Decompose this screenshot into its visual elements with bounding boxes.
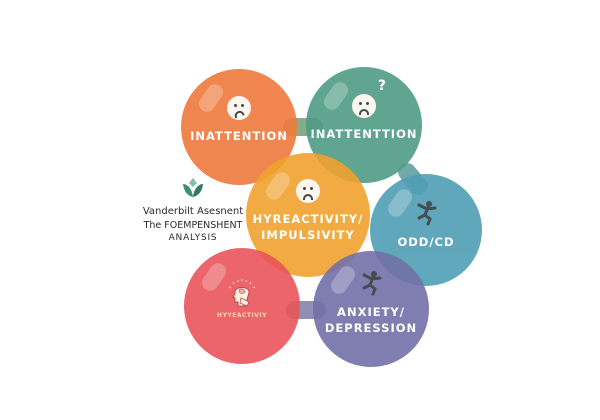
head-brain-icon: [228, 278, 256, 307]
branding-subtitle: The FOEMPENSHENT: [143, 220, 243, 231]
branding-caption: ANALYSIS: [168, 233, 218, 243]
node-label: ODD/CD: [397, 235, 455, 249]
gloss-highlight: [198, 260, 230, 294]
gloss-highlight: [195, 81, 227, 115]
sad-face-icon: [227, 96, 251, 120]
node-label-line2: DEPRESSION: [324, 321, 418, 335]
node-label: INATTENTTION: [310, 127, 418, 141]
sad-face-icon: [296, 179, 320, 203]
node-label: HYYEACTIVIY: [217, 311, 267, 319]
jumping-person-icon: [362, 271, 382, 296]
jumping-person-icon: [417, 201, 437, 226]
gloss-highlight: [320, 79, 352, 113]
node-hyperactivity-red: HYYEACTIVIY: [184, 248, 300, 364]
gloss-highlight: [384, 186, 416, 220]
branding-title: Vanderbilt Asesnent: [142, 206, 244, 217]
node-label-line1: ANXIETY/: [337, 305, 405, 319]
branding-block: Vanderbilt Asesnent The FOEMPENSHENT ANA…: [118, 178, 268, 243]
lotus-leaf-icon: [183, 178, 203, 197]
node-label-line1: HYREACTIVITY/: [252, 212, 364, 226]
node-label: INATTENTION: [190, 129, 288, 143]
gloss-highlight: [327, 263, 359, 297]
node-anxiety-depression: ANXIETY/ DEPRESSION: [313, 251, 429, 367]
confused-face-question-icon: ?: [352, 78, 386, 118]
node-label-line2: IMPULSIVITY: [261, 228, 355, 242]
